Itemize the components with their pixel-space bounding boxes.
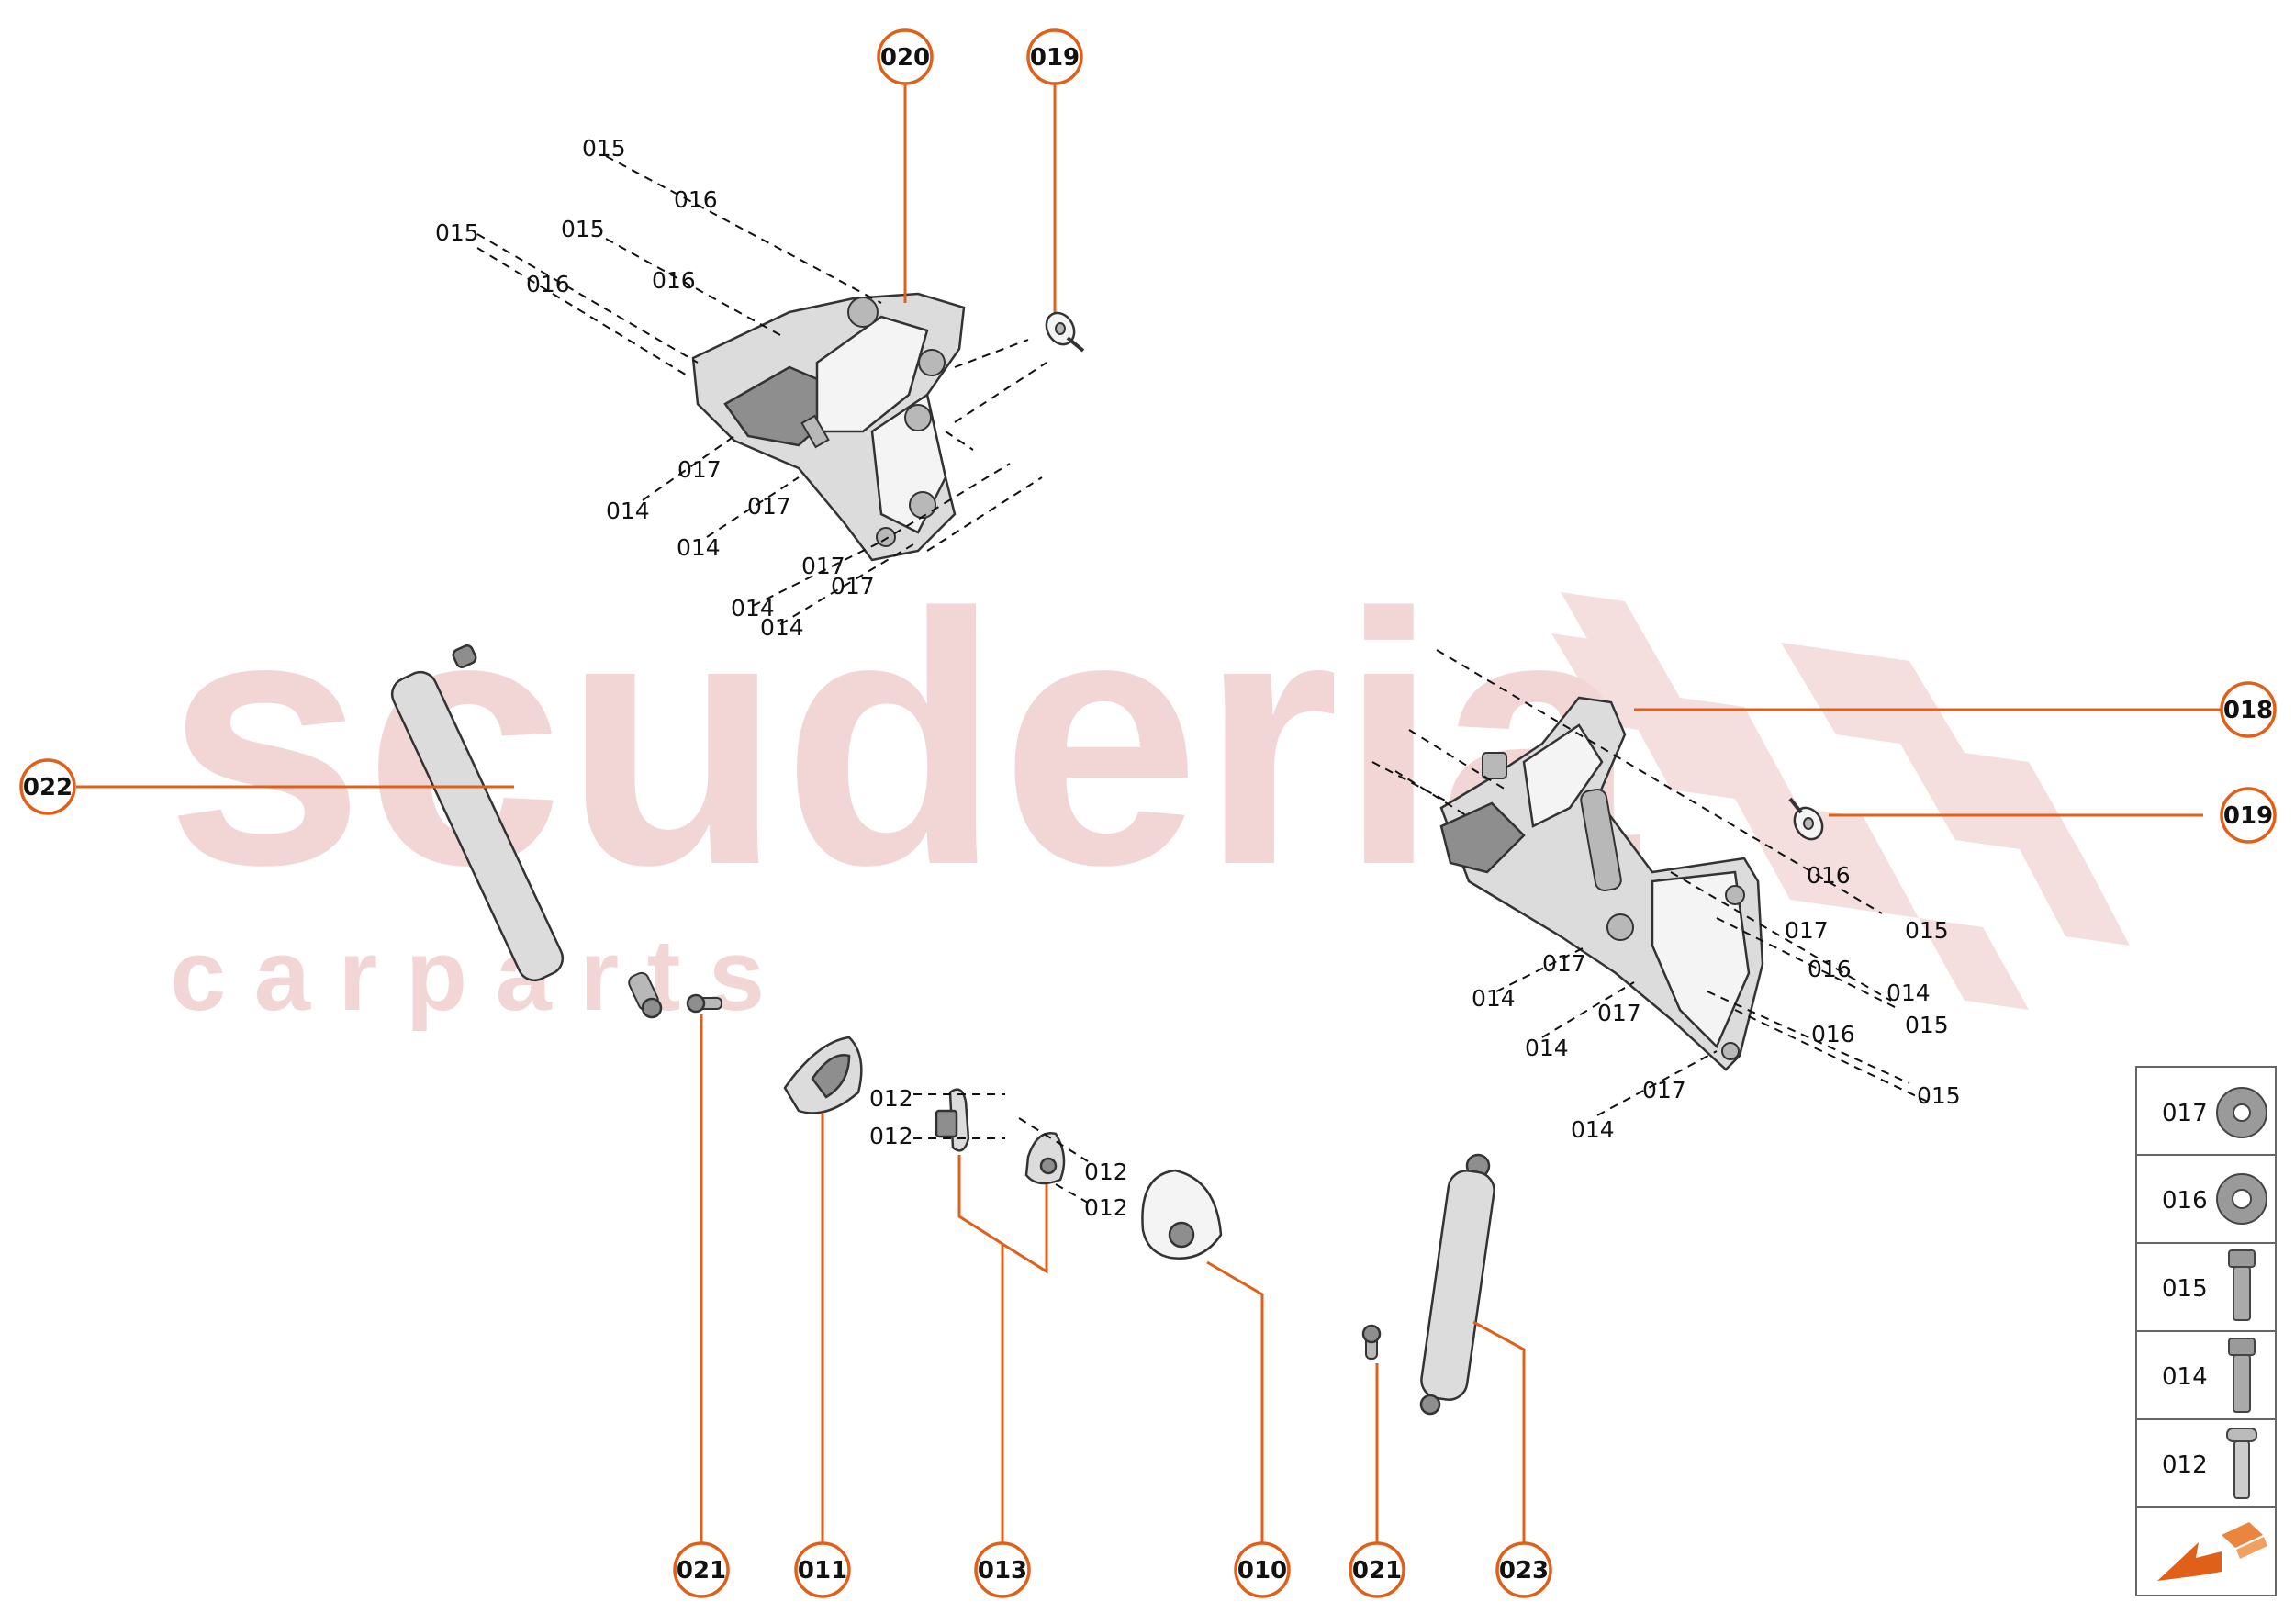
callout-011-label: 011 xyxy=(798,1557,847,1585)
legend-row-012: 012 xyxy=(2162,1428,2257,1499)
fastener-legend: 017 016 015 014 012 xyxy=(2135,1066,2277,1596)
legend-label: 017 xyxy=(2162,1100,2208,1127)
label-012: 012 xyxy=(869,1123,913,1149)
label-017: 017 xyxy=(677,456,722,483)
callout-022[interactable]: 022 xyxy=(19,758,76,815)
right-bracket-018 xyxy=(1439,696,1764,1071)
label-017: 017 xyxy=(1785,917,1829,944)
label-015: 015 xyxy=(582,135,626,162)
label-015: 015 xyxy=(1905,917,1949,944)
legend-label: 016 xyxy=(2162,1187,2208,1215)
legend-row-017: 017 xyxy=(2162,1087,2267,1138)
legend-row-016: 016 xyxy=(2162,1173,2267,1225)
callout-023[interactable]: 023 xyxy=(1495,1541,1552,1598)
washer-019-upper xyxy=(1045,311,1085,353)
callout-021-label: 021 xyxy=(677,1557,726,1585)
gas-strut-023 xyxy=(1419,1153,1495,1416)
right-labels: 016 015 017 016 014 015 016 015 017 014 … xyxy=(1472,862,1961,1143)
label-014: 014 xyxy=(677,534,721,561)
label-016: 016 xyxy=(1807,862,1851,889)
pin-021-left xyxy=(686,993,722,1014)
watermark-subtitle: c a r p a r t s xyxy=(170,919,765,1032)
label-017: 017 xyxy=(1597,1000,1641,1026)
label-017: 017 xyxy=(1542,950,1586,977)
upper-bracket-020 xyxy=(691,292,966,562)
label-012: 012 xyxy=(1084,1194,1128,1221)
label-017: 017 xyxy=(801,553,845,579)
label-016: 016 xyxy=(526,271,570,297)
label-014: 014 xyxy=(1472,985,1516,1012)
callout-018-label: 018 xyxy=(2223,697,2273,724)
watermark-title: scuderia xyxy=(165,539,1640,939)
legend-row-014: 014 xyxy=(2162,1338,2256,1413)
callout-023-label: 023 xyxy=(1499,1557,1549,1585)
callout-019[interactable]: 019 xyxy=(2220,787,2277,844)
gas-strut-022 xyxy=(390,644,663,1019)
callout-021[interactable]: 021 xyxy=(1349,1541,1405,1598)
watermark-checker-flag xyxy=(1551,592,2130,1010)
callout-013-label: 013 xyxy=(978,1557,1027,1585)
legend-label: 015 xyxy=(2162,1275,2208,1303)
label-017: 017 xyxy=(1642,1077,1686,1103)
label-015: 015 xyxy=(435,219,479,246)
callout-013[interactable]: 013 xyxy=(974,1541,1031,1598)
label-015: 015 xyxy=(561,216,605,242)
callout-022-label: 022 xyxy=(23,774,73,801)
callout-018[interactable]: 018 xyxy=(2220,681,2277,738)
label-012: 012 xyxy=(1084,1159,1128,1185)
callout-021-label: 021 xyxy=(1352,1557,1402,1585)
label-015: 015 xyxy=(1917,1082,1961,1109)
label-014: 014 xyxy=(1571,1116,1615,1143)
label-014: 014 xyxy=(1525,1035,1569,1061)
callout-010[interactable]: 010 xyxy=(1234,1541,1291,1598)
legend-label: 012 xyxy=(2162,1451,2208,1479)
label-016: 016 xyxy=(652,267,696,294)
leader-lines xyxy=(76,82,2222,1543)
callout-019-label: 019 xyxy=(2223,802,2273,830)
label-017: 017 xyxy=(747,493,791,520)
label-014: 014 xyxy=(1886,980,1931,1006)
clip-labels: 012 012 012 012 xyxy=(869,1085,1128,1221)
callout-019[interactable]: 019 xyxy=(1026,28,1083,85)
mount-011 xyxy=(783,1036,863,1114)
label-014: 014 xyxy=(606,498,650,524)
label-014: 014 xyxy=(731,595,775,622)
pin-021-right xyxy=(1361,1324,1382,1360)
legend-label: 014 xyxy=(2162,1363,2208,1391)
washer-019-right xyxy=(1788,797,1824,841)
legend-row-015: 015 xyxy=(2162,1249,2256,1321)
callout-020[interactable]: 020 xyxy=(877,28,934,85)
clip-dash-lines xyxy=(913,1093,1089,1204)
upper-labels: 015 016 015 015 016 016 017 014 017 014 … xyxy=(435,135,875,641)
right-dash-lines xyxy=(1371,649,1929,1116)
label-017: 017 xyxy=(831,573,875,599)
label-012: 012 xyxy=(869,1085,913,1112)
label-016: 016 xyxy=(1811,1021,1855,1047)
callout-010-label: 010 xyxy=(1237,1557,1287,1585)
label-016: 016 xyxy=(1808,956,1852,982)
label-016: 016 xyxy=(674,186,718,213)
direction-arrow-icon xyxy=(2157,1522,2267,1581)
callout-020-label: 020 xyxy=(880,44,930,72)
label-015: 015 xyxy=(1905,1012,1949,1038)
clip-013 xyxy=(935,1088,1066,1185)
upper-dash-lines xyxy=(476,155,1047,625)
label-014: 014 xyxy=(760,614,804,641)
mount-010 xyxy=(1141,1169,1223,1260)
callout-021[interactable]: 021 xyxy=(673,1541,730,1598)
callout-011[interactable]: 011 xyxy=(794,1541,851,1598)
callout-019-label: 019 xyxy=(1030,44,1080,72)
